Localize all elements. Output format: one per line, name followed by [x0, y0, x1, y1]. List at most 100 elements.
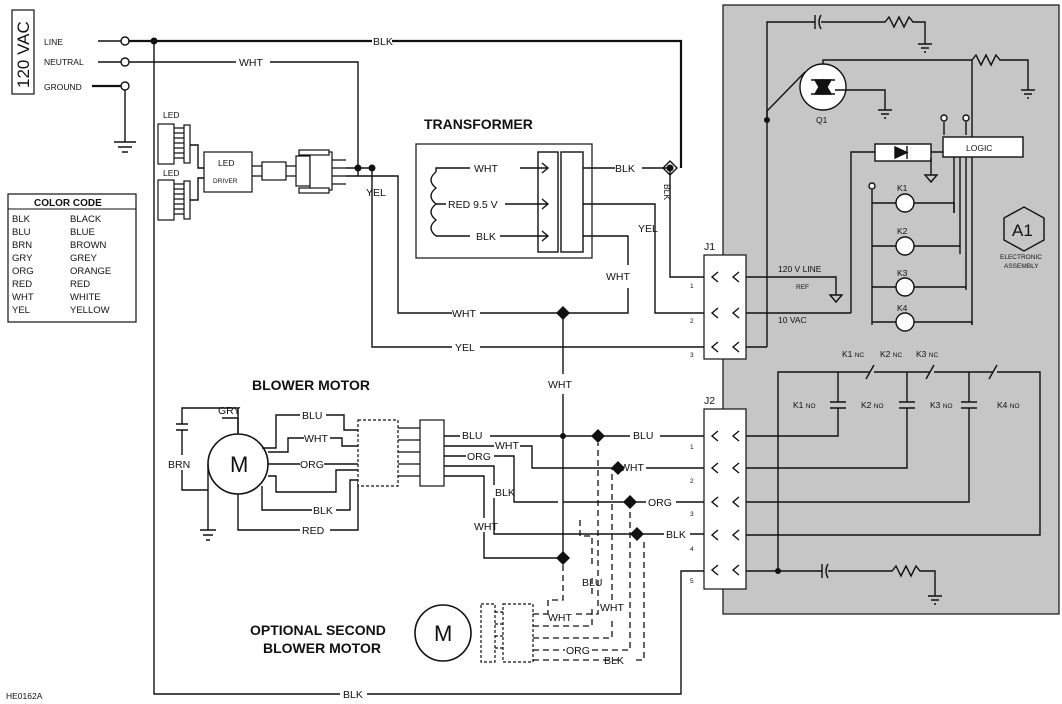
- svg-text:WHITE: WHITE: [70, 292, 101, 303]
- wire-label-brn: BRN: [168, 459, 190, 471]
- transformer-title: TRANSFORMER: [424, 116, 533, 132]
- optional-motor-title-2: BLOWER MOTOR: [263, 640, 381, 656]
- optional-motor-title-1: OPTIONAL SECOND: [250, 622, 386, 638]
- led-label-2: LED: [163, 168, 180, 178]
- k1-coil-label: K1: [897, 183, 908, 193]
- svg-text:ORG: ORG: [12, 266, 34, 277]
- wire-label-blk-bottom: BLK: [343, 689, 363, 701]
- j2-connector: [703, 408, 747, 590]
- neutral-label: NEUTRAL: [44, 57, 84, 67]
- svg-text:YEL: YEL: [12, 305, 30, 316]
- k4-coil-label: K4: [897, 303, 908, 313]
- j2-pin-1: 1: [690, 444, 694, 451]
- wire-label-yel-1: YEL: [366, 187, 386, 199]
- led-array-top: [157, 123, 191, 165]
- blk-to-j1: [669, 168, 704, 278]
- q1-label: Q1: [816, 115, 828, 125]
- transformer-windings: [430, 151, 704, 314]
- node-dot: [764, 117, 770, 123]
- a1-label: A1: [1012, 221, 1033, 240]
- ten-vac-label: 10 VAC: [778, 315, 807, 325]
- logic-label: LOGIC: [966, 143, 992, 153]
- supply-wiring: [92, 36, 704, 695]
- blk-node-diamond: [662, 160, 678, 176]
- svg-text:BLU: BLU: [12, 227, 31, 238]
- svg-text:K3 NC: K3 NC: [916, 349, 938, 359]
- color-code-title: COLOR CODE: [34, 198, 102, 209]
- svg-text:K1 NO: K1 NO: [793, 400, 816, 410]
- voltage-box: [11, 9, 35, 95]
- wht-to-j1-3: [371, 168, 704, 348]
- wire-label-wht-top: WHT: [239, 57, 263, 69]
- svg-text:BRN: BRN: [12, 240, 32, 251]
- node-dot: [666, 164, 674, 172]
- wire-label-blu-opt: BLU: [582, 577, 602, 589]
- svg-text:RED: RED: [12, 279, 32, 290]
- nc-contact-labels: K1 NC K2 NC K3 NC: [842, 349, 938, 359]
- svg-text:YELLOW: YELLOW: [70, 305, 110, 316]
- wire-label-blk-top: BLK: [373, 36, 393, 48]
- j2-pin-3: 3: [690, 511, 694, 518]
- wire-label-org-m: ORG: [300, 459, 324, 471]
- node-dot: [150, 37, 158, 45]
- ground-label: GROUND: [44, 82, 82, 92]
- electronic-assembly-panel: [722, 4, 1060, 615]
- wire-label-org-j2: ORG: [648, 497, 672, 509]
- svg-text:RED: RED: [70, 279, 90, 290]
- j1-connector: [703, 254, 747, 360]
- transformer-wht: WHT: [474, 163, 498, 175]
- node-dot: [354, 164, 362, 172]
- j2-pin-4: 4: [690, 546, 694, 553]
- wire-label-wht-tr: WHT: [606, 271, 630, 283]
- wire-label-wht-opt2: WHT: [600, 602, 624, 614]
- wire-label-blk-m: BLK: [313, 505, 333, 517]
- led-driver-label-1: LED: [218, 158, 235, 168]
- wire-label-wht-o2: WHT: [474, 521, 498, 533]
- led-label-1: LED: [163, 110, 180, 120]
- led-driver: [203, 151, 253, 193]
- svg-text:BLK: BLK: [12, 214, 31, 225]
- led-plug: [252, 149, 346, 194]
- transformer-red: RED 9.5 V: [448, 199, 498, 211]
- node-dot: [775, 568, 781, 574]
- j1-label: J1: [704, 241, 715, 253]
- j2-junctions: [556, 429, 644, 565]
- wire-label-red-m: RED: [302, 525, 325, 537]
- line-voltage-label: 120 V LINE: [778, 264, 822, 274]
- wire-label-blk-o: BLK: [495, 487, 515, 499]
- wht-bus-diamond: [556, 306, 570, 320]
- svg-text:K1 NC: K1 NC: [842, 349, 864, 359]
- blower-motor-wiring: [176, 407, 359, 541]
- a1-internal-wiring: [746, 14, 1041, 605]
- j1-pins: [710, 271, 740, 353]
- j1-pin-2: 2: [690, 318, 694, 325]
- wht-mid: [358, 175, 563, 314]
- wire-label-blu-j2: BLU: [633, 430, 653, 442]
- optional-blower-motor: [414, 604, 472, 662]
- svg-text:GRY: GRY: [12, 253, 33, 264]
- svg-text:ORANGE: ORANGE: [70, 266, 111, 277]
- optional-connector: [480, 603, 534, 663]
- k2-coil-label: K2: [897, 226, 908, 236]
- wire-label-org-o: ORG: [467, 451, 491, 463]
- a1-hexagon: [1003, 206, 1045, 252]
- wire-label-blk-opt: BLK: [604, 655, 624, 667]
- optional-wires: [533, 443, 645, 661]
- svg-text:GREY: GREY: [70, 253, 98, 264]
- j2-pin-5: 5: [690, 578, 694, 585]
- no-contact-labels: K1 NO K2 NO K3 NO K4 NO: [793, 400, 1020, 410]
- transformer-box: [415, 143, 593, 259]
- a1-desc-1: ELECTRONIC: [1000, 254, 1042, 261]
- wire-label-blk-j2: BLK: [666, 529, 686, 541]
- blower-connector: [357, 419, 445, 487]
- led-wires: [190, 144, 204, 201]
- wire-label-wht-opt: WHT: [548, 612, 572, 624]
- svg-text:K3 NO: K3 NO: [930, 400, 953, 410]
- svg-text:K2 NC: K2 NC: [880, 349, 902, 359]
- j2-pin-2: 2: [690, 478, 694, 485]
- wire-label-blk-vert: BLK: [662, 184, 672, 200]
- diagram-id: HE0162A: [6, 691, 43, 701]
- svg-text:BLACK: BLACK: [70, 214, 102, 225]
- wire-label-yel-mid: YEL: [455, 342, 475, 354]
